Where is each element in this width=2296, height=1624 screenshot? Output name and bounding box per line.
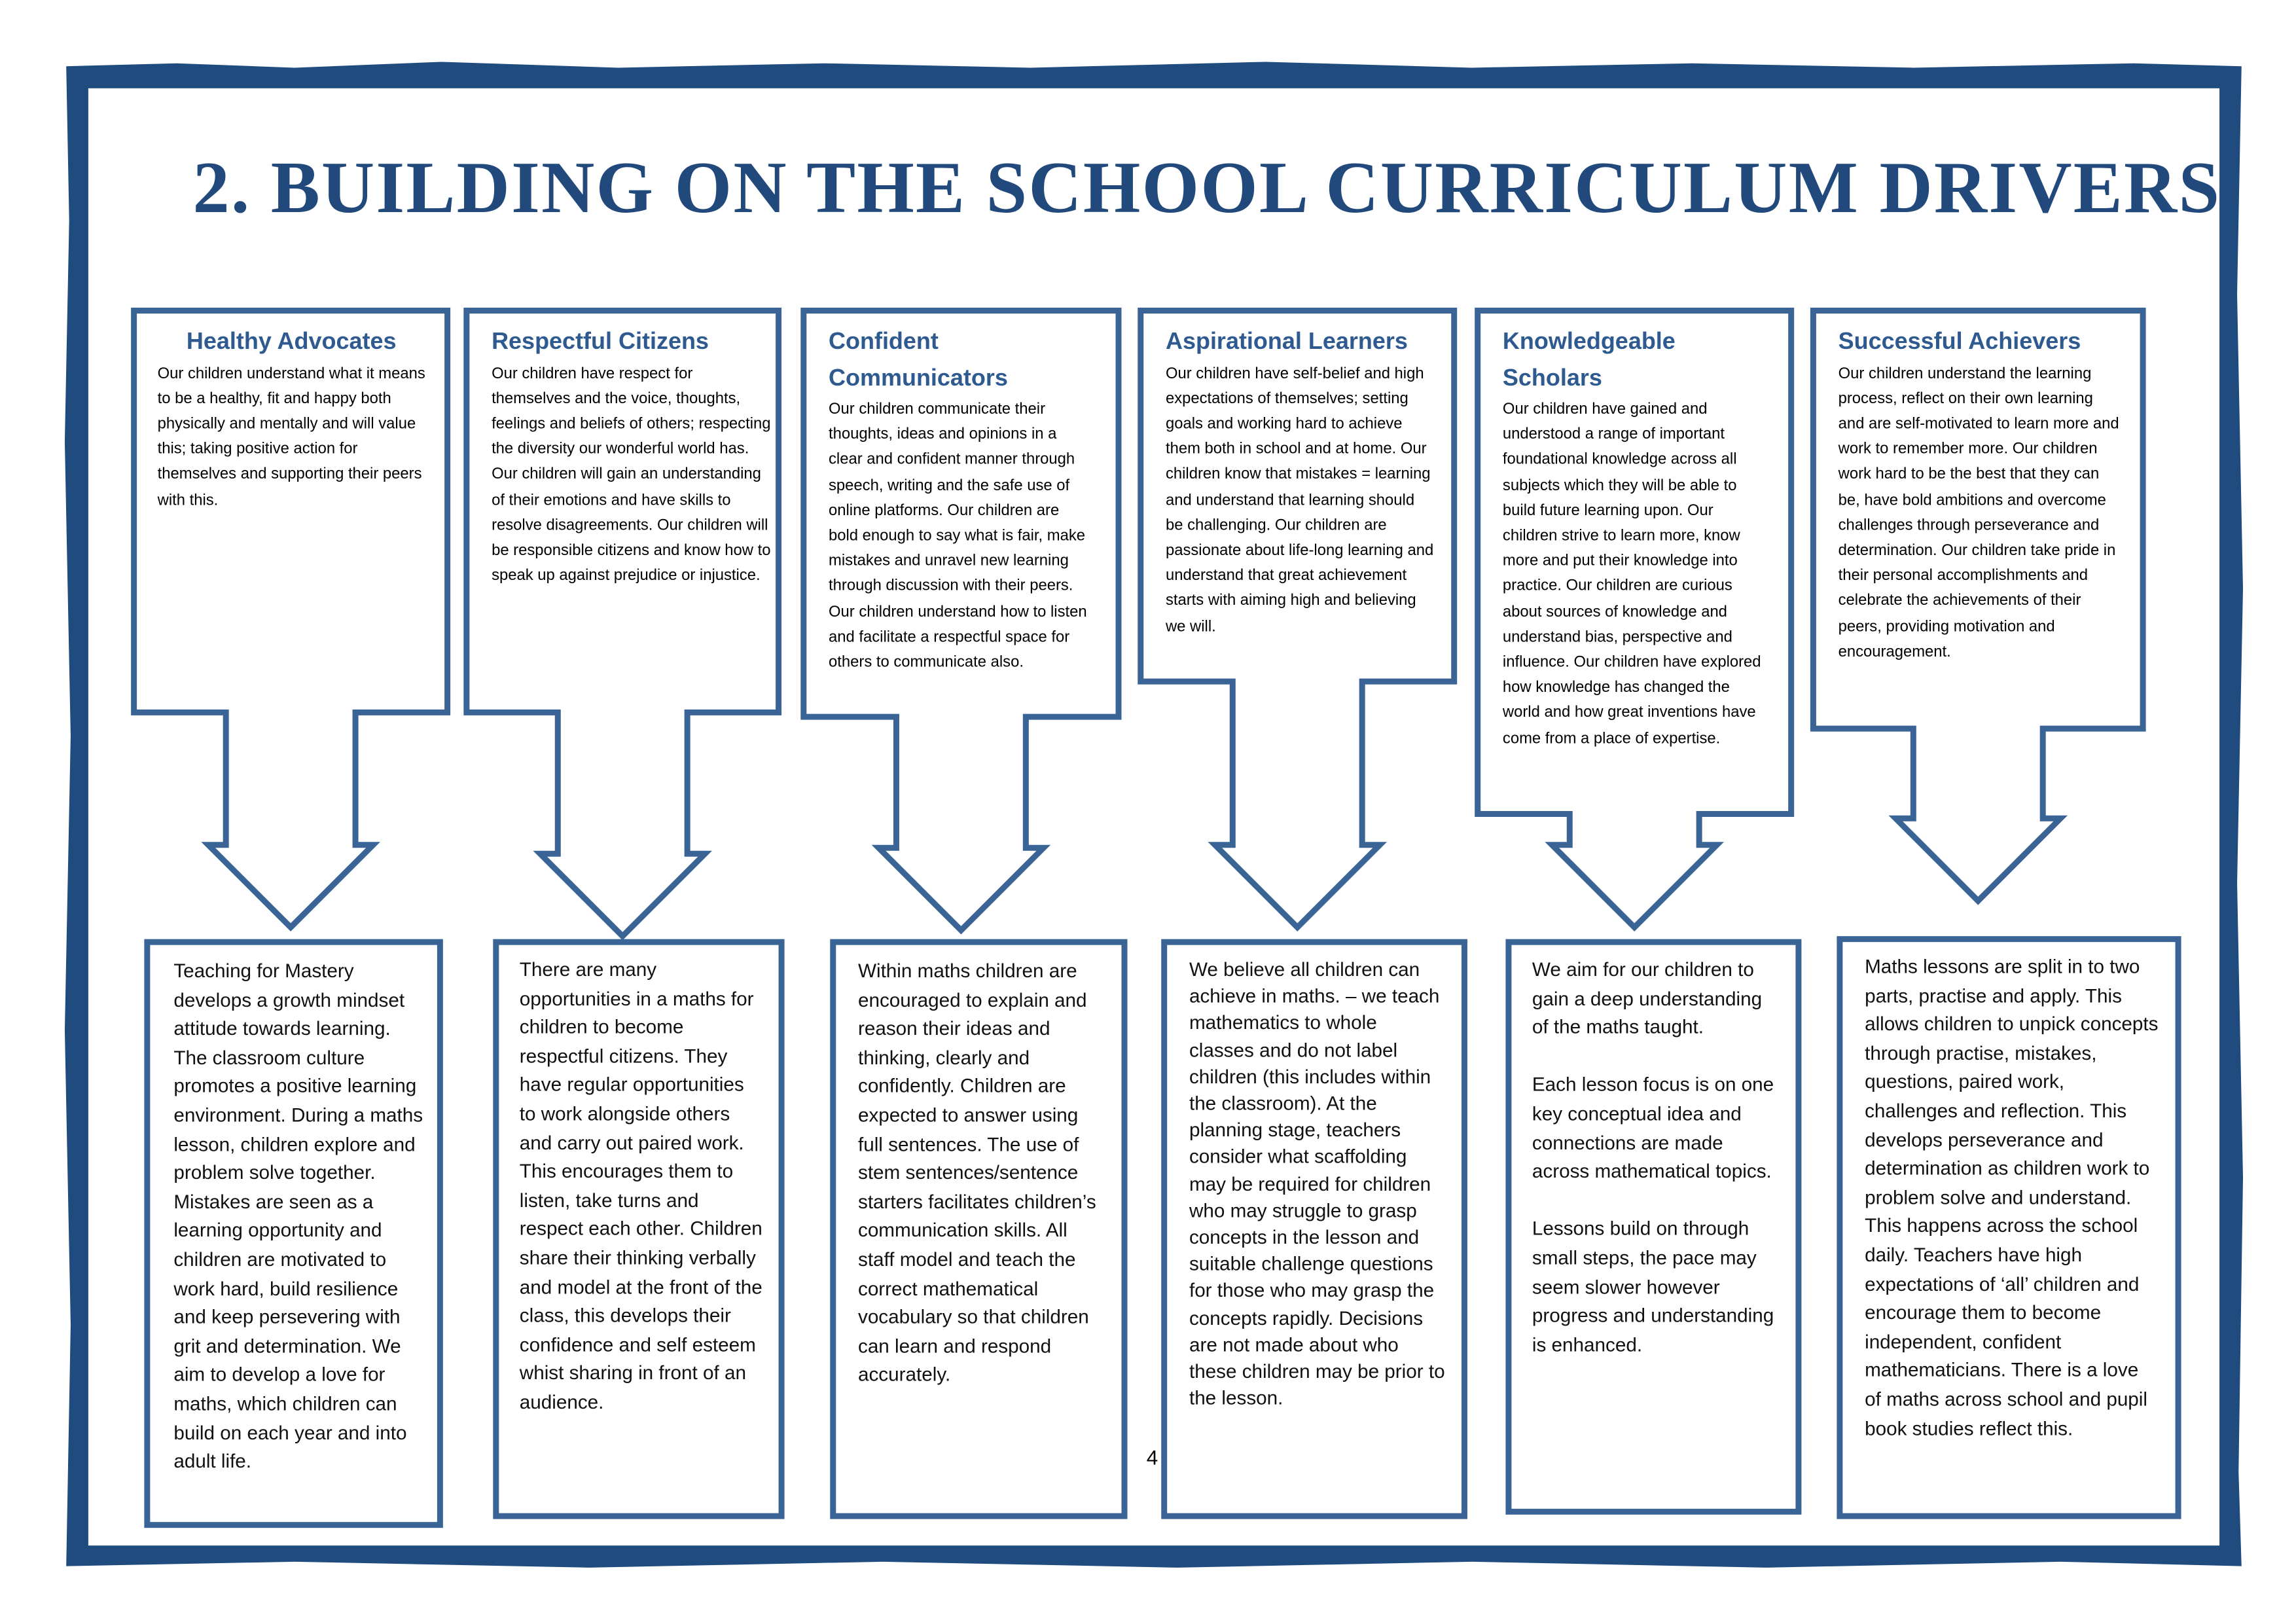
driver-description: Our children have respect for themselves… — [492, 364, 771, 585]
driver-title: Healthy Advocates — [186, 329, 397, 355]
driver-card-healthy-advocates: Healthy Advocates Our children understan… — [158, 325, 425, 513]
page-number: 4 — [1146, 1445, 1158, 1470]
maths-box-successful-achievers: Maths lessons are split in to two parts,… — [1865, 952, 2159, 1471]
down-arrow-callout-shape — [463, 307, 782, 941]
maths-box-border — [1837, 936, 2181, 1519]
driver-title: Aspirational Learners — [1165, 329, 1408, 355]
maths-box-border — [1505, 939, 1802, 1515]
maths-box-respectful-citizens: There are many opportunities in a maths … — [520, 955, 762, 1445]
maths-paragraph: Maths lessons are split in to two parts,… — [1865, 955, 2159, 1439]
maths-paragraph: Within maths children are encouraged to … — [857, 960, 1096, 1386]
maths-box-border — [830, 939, 1128, 1519]
driver-card-confident-communicators: Confident Communicators Our children com… — [829, 325, 1090, 676]
driver-description: Our children have self-belief and high e… — [1165, 364, 1434, 636]
driver-card-knowledgeable-scholars: Knowledgeable Scholars Our children have… — [1503, 325, 1770, 752]
driver-title: Respectful Citizens — [492, 329, 709, 355]
driver-description: Our children have gained and understood … — [1502, 400, 1761, 748]
maths-paragraph: There are many opportunities in a maths … — [519, 958, 762, 1413]
maths-box-border — [493, 939, 785, 1519]
maths-paragraph: Each lesson focus is on one key conceptu… — [1532, 1074, 1774, 1183]
down-arrow-callout-shape — [1138, 307, 1458, 932]
driver-card-aspirational-learners: Aspirational Learners Our children have … — [1166, 325, 1433, 640]
down-arrow-callout-shape — [1810, 307, 2146, 905]
maths-paragraph: We aim for our children to gain a deep u… — [1532, 958, 1763, 1038]
driver-title: Confident Communicators — [829, 329, 1008, 391]
down-arrow-callout-shape — [1475, 307, 1795, 932]
maths-box-confident-communicators: Within maths children are encouraged to … — [858, 957, 1105, 1418]
maths-box-knowledgeable-scholars: We aim for our children to gain a deep u… — [1532, 955, 1782, 1388]
driver-title: Knowledgeable Scholars — [1502, 329, 1676, 391]
driver-description: Our children understand what it means to… — [157, 364, 425, 509]
down-arrow-callout-shape — [131, 307, 451, 932]
maths-box-border — [144, 939, 443, 1528]
maths-box-border — [1161, 939, 1467, 1519]
driver-description: Our children understand the learning pro… — [1838, 364, 2119, 661]
maths-paragraph: We believe all children can achieve in m… — [1189, 958, 1445, 1409]
maths-box-aspirational-learners: We believe all children can achieve in m… — [1189, 957, 1447, 1441]
page-title: 2. BUILDING ON THE SCHOOL CURRICULUM DRI… — [192, 145, 2221, 228]
maths-paragraph: Teaching for Mastery develops a growth m… — [173, 960, 423, 1472]
driver-card-successful-achievers: Successful Achievers Our children unders… — [1839, 325, 2121, 665]
maths-box-healthy-advocates: Teaching for Mastery develops a growth m… — [173, 957, 427, 1505]
down-arrow-callout-shape — [800, 307, 1122, 935]
maths-paragraph: Lessons build on through small steps, th… — [1532, 1218, 1774, 1356]
driver-title: Successful Achievers — [1838, 329, 2081, 355]
driver-card-respectful-citizens: Respectful Citizens Our children have re… — [492, 325, 771, 589]
driver-description: Our children communicate their thoughts,… — [829, 400, 1087, 672]
